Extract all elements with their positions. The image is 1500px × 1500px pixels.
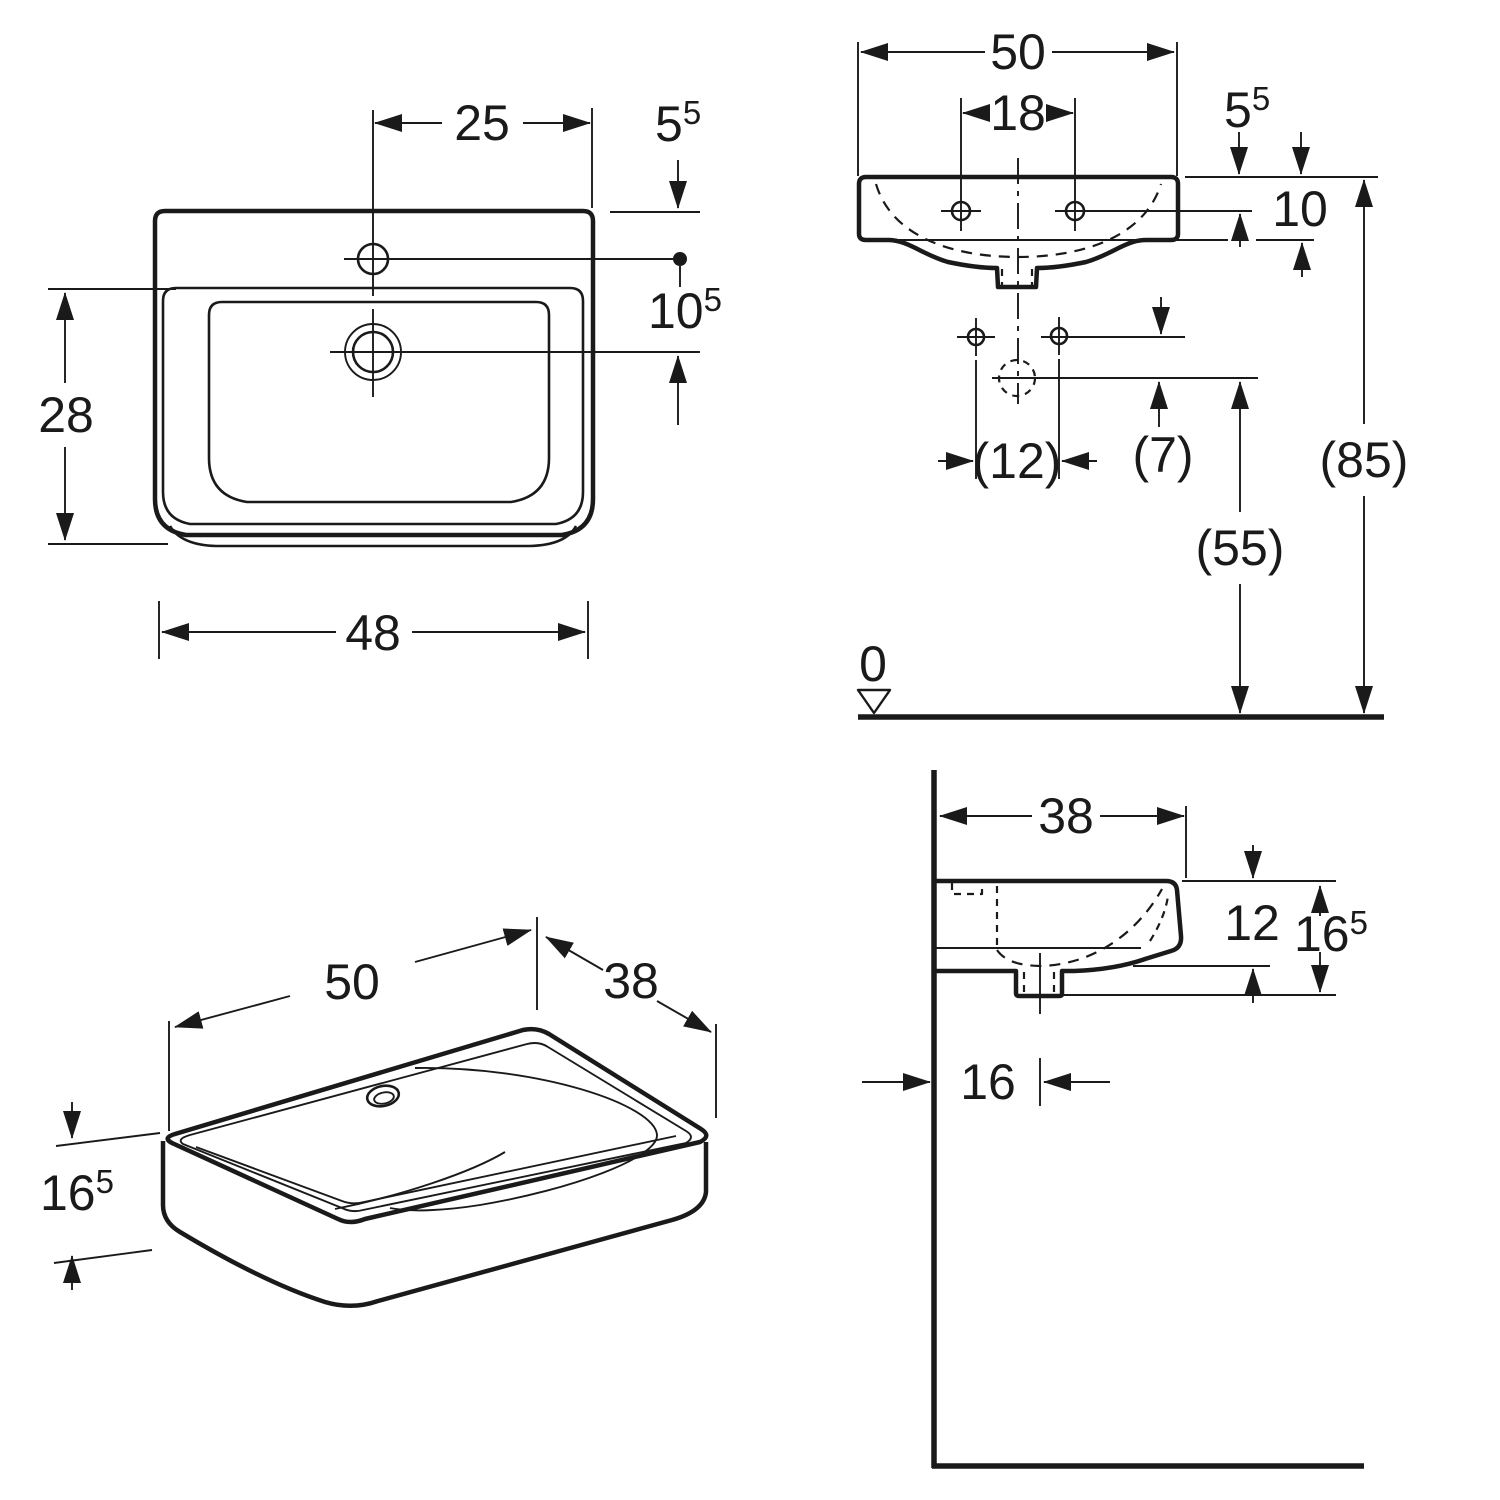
- dim-rim-apron-label: 10: [1272, 181, 1328, 237]
- dim-width-front-label: 48: [345, 605, 401, 661]
- dim-depth-label: 38: [603, 953, 659, 1009]
- iso-view: 50 38 165: [40, 917, 717, 1308]
- dim-arrow: [656, 1000, 712, 1033]
- basin-outline: [856, 174, 1181, 290]
- dim-tap-spacing-label: 18: [990, 85, 1046, 141]
- basin-body: [160, 1141, 709, 1308]
- dim-wall-drain-label: 16: [960, 1054, 1016, 1110]
- bowl-curve: [389, 1067, 658, 1212]
- dim-arrow: [174, 995, 291, 1029]
- dim-fixing-spacing-label: (12): [973, 433, 1062, 489]
- dim-apron-drop-label: 12: [1224, 895, 1280, 951]
- overflow-hole-inner: [373, 1091, 395, 1105]
- dim-rim-height-label: (85): [1320, 432, 1409, 488]
- datum-label: 0: [859, 636, 887, 692]
- dim-bowl-depth-label: 28: [38, 387, 94, 443]
- bowl-hidden-curve: [996, 888, 1163, 968]
- dim-depth-label: 38: [1038, 788, 1094, 844]
- dim-fixing-drain-label: (7): [1132, 427, 1193, 483]
- dim-height-label: 165: [1294, 904, 1368, 962]
- apron-hidden-curve: [1149, 895, 1170, 942]
- overflow-hole: [365, 1084, 401, 1108]
- dim-width-label: 50: [324, 954, 380, 1010]
- ext-line: [55, 1132, 161, 1147]
- basin-inner-rim: [179, 1042, 692, 1213]
- plan-view: 25 55 105 28 48: [38, 94, 722, 661]
- basin-outline: [152, 208, 596, 538]
- dim-height-label: 165: [40, 1163, 114, 1221]
- basin-bowl: [207, 300, 551, 504]
- fixing-hole-hidden: [950, 883, 984, 896]
- datum-marker: [856, 688, 892, 715]
- dim-tap-to-drain-label: 105: [648, 281, 722, 339]
- basin-profile: [934, 878, 1184, 999]
- dim-arrow: [414, 928, 532, 963]
- front-view: 50 18 55 10 (12) (7) (55): [856, 24, 1409, 720]
- dim-edge-to-tap-label: 55: [655, 94, 701, 152]
- dim-width-label: 50: [990, 24, 1046, 80]
- dim-drain-height-label: (55): [1196, 520, 1285, 576]
- basin-front-lip: [168, 525, 578, 548]
- basin-inner-rim: [161, 286, 585, 526]
- side-view: 38 12 165 16: [862, 770, 1368, 1469]
- leader-dot: [673, 252, 687, 266]
- ext-line: [53, 1249, 153, 1264]
- dim-tap-offset-label: 25: [454, 95, 510, 151]
- basin-top-face: [165, 1026, 709, 1225]
- dim-edge-to-tap-label: 55: [1224, 80, 1270, 138]
- bowl-curve: [334, 1151, 506, 1210]
- basin-rim-edge: [195, 1135, 677, 1205]
- dim-arrow: [545, 936, 604, 971]
